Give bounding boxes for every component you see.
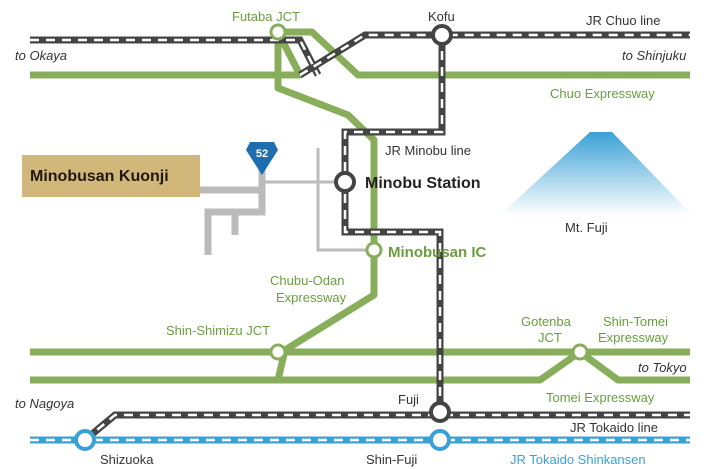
minobusan-ic-node[interactable]: [365, 241, 383, 259]
mt-fuji-label: Mt. Fuji: [565, 220, 608, 235]
gotenba-jct-node[interactable]: [571, 343, 589, 361]
fuji-station-node[interactable]: [429, 401, 451, 423]
minobusan-ic-label: Minobusan IC: [388, 244, 486, 261]
shizuoka-label: Shizuoka: [100, 452, 154, 467]
to-nagoya-label: to Nagoya: [15, 396, 74, 411]
minobu-station-node[interactable]: [334, 171, 356, 193]
shin-fuji-label: Shin-Fuji: [366, 452, 417, 467]
tomei-expressway: [30, 348, 690, 384]
futaba-jct-node[interactable]: [269, 23, 287, 41]
jr-lines: [30, 31, 690, 443]
to-shinjuku-label: to Shinjuku: [622, 48, 686, 63]
kofu-station-node[interactable]: [431, 24, 453, 46]
route-52-label: 52: [256, 148, 268, 160]
gotenba-jct-label-line2: JCT: [538, 330, 562, 345]
shizuoka-station-node[interactable]: [74, 429, 96, 451]
chubu-odan-label-line2: Expressway: [276, 290, 347, 305]
minobu-station-label: Minobu Station: [365, 175, 481, 192]
jr-chuo-line-label: JR Chuo line: [586, 13, 660, 28]
minobusan-kuonji-label[interactable]: Minobusan Kuonji: [30, 168, 169, 185]
local-roads: [199, 165, 266, 255]
local-roads-thin: [262, 148, 370, 252]
minobusan-kuonji-box[interactable]: [22, 155, 200, 197]
shin-shimizu-jct-node[interactable]: [269, 343, 287, 361]
chuo-expressway-label: Chuo Expressway: [550, 86, 655, 101]
shin-tomei-label-line2: Expressway: [598, 330, 669, 345]
fuji-label: Fuji: [398, 392, 419, 407]
local-road-route-52: [199, 165, 266, 194]
jr-tokaido-line-label: JR Tokaido line: [570, 420, 658, 435]
shin-tomei-label-line1: Shin-Tomei: [603, 314, 668, 329]
jr-minobu-line-label: JR Minobu line: [385, 143, 471, 158]
futaba-jct-label: Futaba JCT: [232, 9, 300, 24]
to-tokyo-label: to Tokyo: [638, 360, 687, 375]
to-okaya-label: to Okaya: [15, 48, 67, 63]
route-52-shield: 52: [246, 142, 278, 175]
gotenba-jct-label-line1: Gotenba: [521, 314, 572, 329]
kofu-label: Kofu: [428, 9, 455, 24]
jr-tokaido-shinkansen-label: JR Tokaido Shinkansen: [510, 452, 646, 467]
chubu-odan-expressway: [274, 32, 378, 381]
chubu-odan-label-line1: Chubu-Odan: [270, 273, 344, 288]
shin-fuji-station-node[interactable]: [429, 429, 451, 451]
tomei-expressway-label: Tomei Expressway: [546, 390, 655, 405]
shin-shimizu-jct-label: Shin-Shimizu JCT: [166, 323, 270, 338]
mt-fuji-icon: [500, 132, 692, 215]
